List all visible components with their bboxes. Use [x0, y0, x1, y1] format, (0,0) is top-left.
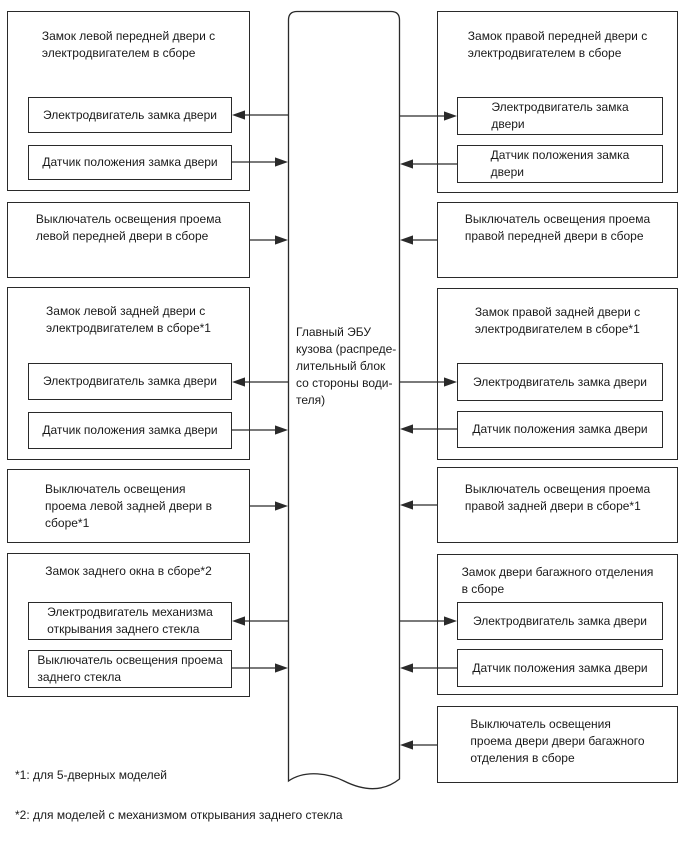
arrowhead-icon-bw-switch — [275, 663, 288, 673]
box-title: Выключатель освещения проема правой пере… — [464, 212, 651, 243]
box-title: Выключатель освещения проема левой перед… — [35, 212, 222, 243]
box-right-front-door-lock: Замок правой передней двери с электродви… — [437, 11, 678, 193]
box-luggage-door-lock-motor: Электродвигатель замка двери — [457, 602, 663, 640]
box-luggage-door-courtesy-switch: Выключатель освещения проема двери двери… — [437, 706, 678, 783]
box-title: Замок правой передней двери с электродви… — [467, 29, 648, 60]
main-ecu-label: Главный ЭБУ кузова (распреде- лительный … — [296, 325, 397, 407]
arrowhead-icon-lf-courtesy — [275, 235, 288, 245]
box-title: Замок левой задней двери с электродвигат… — [46, 304, 211, 335]
box-label: Выключатель освещения проема заднего сте… — [37, 653, 223, 684]
box-left-rear-door-lock: Замок левой задней двери с электродвигат… — [7, 287, 250, 460]
arrowhead-icon-lg-sensor — [400, 663, 413, 673]
box-label: Электродвигатель замка двери — [473, 613, 647, 628]
box-right-rear-door-lock: Замок правой задней двери с электродвига… — [437, 288, 678, 460]
box-label: Датчик положения замка двери — [472, 660, 648, 675]
box-left-front-door-lock-motor: Электродвигатель замка двери — [28, 97, 232, 133]
box-left-front-door-courtesy-switch: Выключатель освещения проема левой перед… — [7, 202, 250, 278]
box-title: Замок заднего окна в сборе*2 — [45, 564, 212, 578]
box-label: Электродвигатель замка двери — [43, 374, 217, 388]
box-right-rear-door-courtesy-switch: Выключатель освещения проема правой задн… — [437, 467, 678, 543]
box-title: Выключатель освещения проема двери двери… — [470, 717, 645, 765]
arrowhead-icon-lf-sensor — [275, 157, 288, 167]
arrowhead-icon-rr-sensor — [400, 424, 413, 434]
arrowhead-icon-rf-courtesy — [400, 235, 413, 245]
box-title: Замок левой передней двери с электродвиг… — [41, 29, 216, 60]
box-label: Электродвигатель замка двери — [43, 107, 217, 122]
box-left-rear-door-lock-sensor: Датчик положения замка двери — [28, 412, 232, 449]
box-label: Электродвигатель механизма открывания за… — [47, 605, 213, 636]
box-right-rear-door-lock-motor: Электродвигатель замка двери — [457, 363, 663, 401]
box-left-front-door-lock-sensor: Датчик положения замка двери — [28, 145, 232, 180]
box-label: Электродвигатель замка двери — [491, 100, 629, 131]
box-right-front-door-lock-sensor: Датчик положения замка двери — [457, 145, 663, 183]
arrowhead-icon-lg-courtesy — [400, 740, 413, 750]
box-right-rear-door-lock-sensor: Датчик положения замка двери — [457, 411, 663, 448]
box-title: Замок правой задней двери с электродвига… — [474, 305, 641, 336]
footnote-1: *1: для 5-дверных моделей — [15, 768, 168, 782]
box-label: Датчик положения замка двери — [490, 148, 630, 179]
box-left-rear-door-lock-motor: Электродвигатель замка двери — [28, 363, 232, 400]
box-title: Выключатель освещения проема левой задне… — [45, 482, 212, 530]
footnote-2: *2: для моделей с механизмом открывания … — [15, 808, 343, 822]
box-label: Датчик положения замка двери — [42, 423, 218, 437]
arrowhead-icon-lr-sensor — [275, 425, 288, 435]
box-right-front-door-courtesy-switch: Выключатель освещения проема правой пере… — [437, 202, 678, 278]
box-back-window-lock: Замок заднего окна в сборе*2 Электродвиг… — [7, 553, 250, 697]
box-back-window-courtesy-switch: Выключатель освещения проема заднего сте… — [28, 650, 232, 688]
box-title: Замок двери багажного отделения в сборе — [461, 565, 654, 596]
arrowhead-icon-rf-sensor — [400, 159, 413, 169]
box-label: Датчик положения замка двери — [472, 422, 648, 436]
box-label: Датчик положения замка двери — [42, 155, 218, 169]
box-left-front-door-lock: Замок левой передней двери с электродвиг… — [7, 11, 250, 191]
arrowhead-icon-lr-courtesy — [275, 501, 288, 511]
box-left-rear-door-courtesy-switch: Выключатель освещения проема левой задне… — [7, 469, 250, 543]
box-label: Электродвигатель замка двери — [473, 374, 647, 389]
box-right-front-door-lock-motor: Электродвигатель замка двери — [457, 97, 663, 135]
box-back-window-opener-motor: Электродвигатель механизма открывания за… — [28, 602, 232, 640]
box-luggage-door-lock-sensor: Датчик положения замка двери — [457, 649, 663, 687]
box-luggage-door-lock: Замок двери багажного отделения в сборе … — [437, 554, 678, 695]
box-title: Выключатель освещения проема правой задн… — [464, 482, 651, 513]
arrowhead-icon-rr-courtesy — [400, 500, 413, 510]
